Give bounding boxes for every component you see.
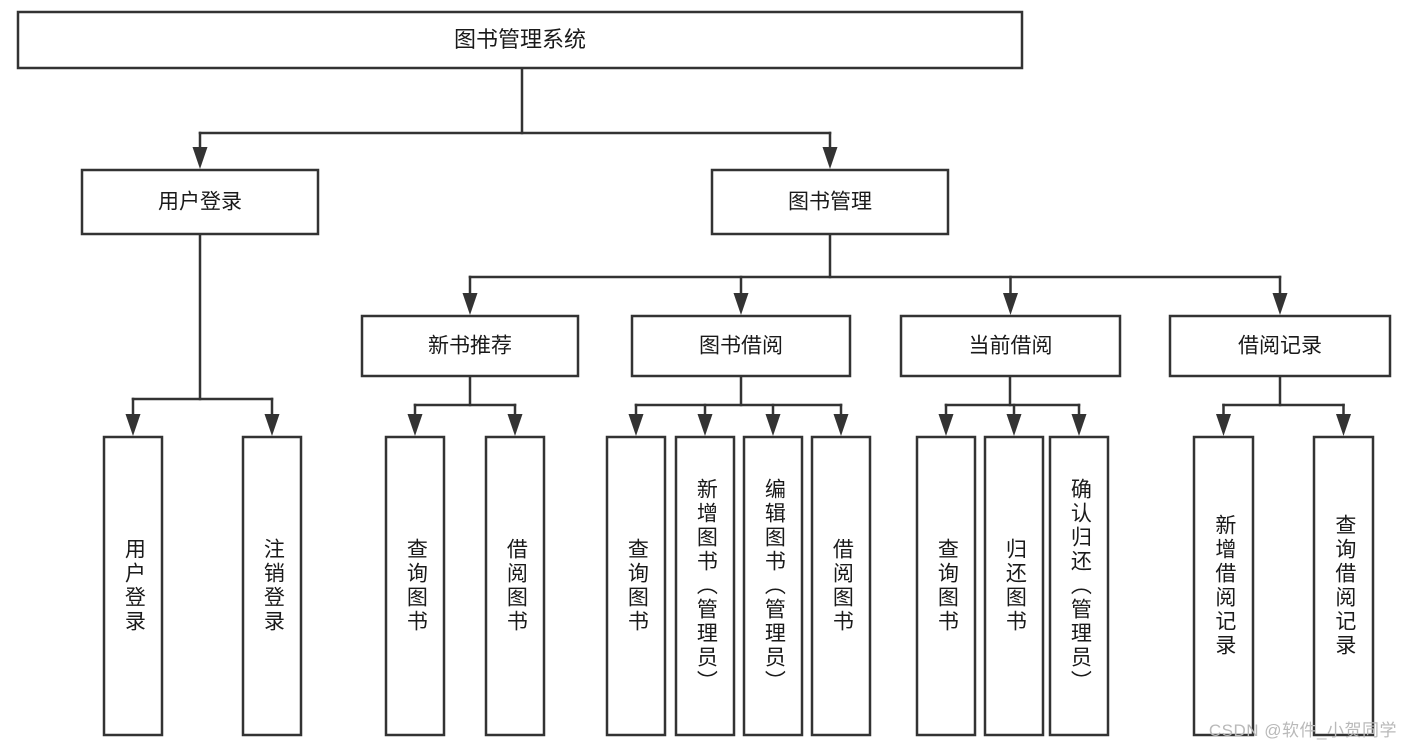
arrow-head-icon [938,414,954,436]
node-label-root: 图书管理系统 [454,27,586,52]
node-label-current-borrow: 当前借阅 [969,335,1053,358]
node-box-leaf-edit-book[interactable] [742,435,804,737]
node-box-user-login[interactable] [80,168,320,236]
connector-c-borrow-leaves [628,374,849,436]
connector-c-current-leaves [938,374,1087,436]
node-label-new-book-rec: 新书推荐 [428,335,512,358]
node-box-leaf-user-login[interactable] [102,435,164,737]
node-box-leaf-borrow-book[interactable] [810,435,872,737]
node-label-user-login: 用户登录 [158,191,242,214]
connector-c-record-leaves [1216,374,1351,436]
arrow-head-icon [733,293,749,315]
node-label-book-borrow: 图书借阅 [699,335,783,358]
connector-c-root-l2 [192,66,838,169]
watermark-text: CSDN @软件_小贺同学 [1208,721,1397,740]
arrow-head-icon [1336,414,1351,436]
connector-c-userlogin-leaves [125,232,280,436]
node-box-leaf-add-book[interactable] [674,435,736,737]
arrow-head-icon [192,147,208,169]
node-box-leaf-confirm-return[interactable] [1048,435,1110,737]
node-box-leaf-return-book[interactable] [983,435,1045,737]
arrow-head-icon [462,293,478,315]
connector-c-newbook-leaves [407,374,523,436]
arrow-head-icon [1272,293,1288,315]
node-box-book-manage[interactable] [710,168,950,236]
node-box-leaf-query-book-current[interactable] [915,435,977,737]
node-box-current-borrow[interactable] [899,314,1122,378]
arrow-head-icon [1071,414,1087,436]
node-box-book-borrow[interactable] [630,314,852,378]
node-label-borrow-record: 借阅记录 [1238,335,1322,358]
arrow-head-icon [822,147,838,169]
arrow-head-icon [407,414,423,436]
node-boxes-layer [16,10,1392,737]
node-box-root[interactable] [16,10,1024,70]
arrow-head-icon [264,414,280,436]
node-box-leaf-borrow-book-rec[interactable] [484,435,546,737]
arrow-head-icon [507,414,523,436]
node-box-leaf-query-book-borrow[interactable] [605,435,667,737]
connector-c-bookmanage-l3 [462,232,1288,315]
arrow-head-icon [833,414,849,436]
arrow-head-icon [1216,414,1231,436]
arrow-head-icon [765,414,781,436]
arrow-head-icon [1006,414,1022,436]
arrow-head-icon [697,414,713,436]
node-box-borrow-record[interactable] [1168,314,1392,378]
node-box-leaf-add-record[interactable] [1192,435,1255,737]
arrow-head-icon [628,414,644,436]
node-box-leaf-query-record[interactable] [1312,435,1375,737]
arrow-head-icon [1003,293,1018,315]
node-box-leaf-query-book-rec[interactable] [384,435,446,737]
node-label-book-manage: 图书管理 [788,191,872,214]
node-box-leaf-user-logout[interactable] [241,435,303,737]
node-box-new-book-rec[interactable] [360,314,580,378]
connections-layer [125,66,1351,436]
arrow-head-icon [125,414,141,436]
